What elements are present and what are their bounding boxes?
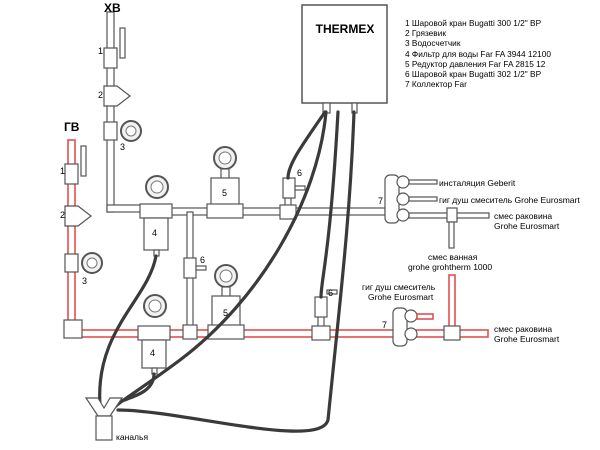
hot-line (63, 139, 489, 375)
legend-item-3: 3 Водосчетчик (405, 38, 461, 49)
cold-boiler-valve-6 (282, 177, 296, 199)
outlet-bath-1: смес ванная (428, 252, 478, 262)
hot-collector-port-2 (404, 327, 418, 341)
legend-item-2: 2 Грязевик (405, 28, 446, 39)
hot-num-2: 2 (60, 210, 66, 220)
hot-tee-boiler (311, 325, 331, 341)
hot-ball-valve-1 (64, 163, 79, 185)
hose-cold-boiler (116, 110, 356, 433)
cold-meter-body-3 (103, 121, 118, 141)
drain-fitting (84, 397, 124, 441)
cold-main-bottom (106, 204, 143, 213)
hot-num-6: 6 (328, 288, 334, 298)
hot-num-3: 3 (82, 276, 88, 286)
legend-item-6: 6 Шаровой кран Bugatti 302 1/2" ВР (405, 69, 542, 80)
hot-water-header: ГВ (64, 120, 80, 134)
hot-tee-bath (443, 325, 461, 341)
cold-water-header: ХВ (104, 1, 121, 15)
hot-ball-valve-handle (80, 145, 87, 177)
legend: 1 Шаровой кран Bugatti 300 1/2" ВР 2 Гря… (405, 18, 551, 89)
hot-out-shower (416, 313, 434, 320)
hot-meter-body-3 (64, 253, 79, 273)
drain-y (84, 397, 124, 417)
cold-num-4: 4 (152, 228, 158, 238)
hot-reducer-gauge-inner (219, 269, 233, 283)
hot-to-collector-bath (448, 274, 456, 334)
cold-out-bath (448, 221, 455, 249)
cold-num-6: 6 (200, 255, 206, 265)
cold-filter-body-4 (139, 203, 173, 219)
cold-num-3: 3 (120, 142, 126, 152)
boiler-thermex (301, 4, 388, 104)
outlet-sink-top-2: Grohe Eurosmart (494, 221, 560, 231)
hot-num-1: 1 (60, 166, 66, 176)
hot-strainer-2 (64, 205, 92, 227)
cold-meter-dial-inner (125, 125, 137, 137)
hot-num-4: 4 (150, 348, 156, 358)
cold-strainer-2 (103, 85, 131, 107)
cold-tee-boiler (279, 204, 297, 220)
legend-item-7: 7 Коллектор Far (405, 79, 467, 90)
outlet-bath-2: grohe grohtherm 1000 (408, 262, 493, 272)
outlet-shower-bot-2: Grohe Eurosmart (368, 292, 434, 302)
cold-riser-top (106, 11, 115, 213)
cold-out-shower (408, 196, 438, 202)
hose-hot-boiler (110, 110, 328, 412)
cold-ball-valve-1 (103, 47, 118, 69)
cold-boiler-valve-handle (294, 185, 306, 191)
cold-filter-gauge-inner (150, 180, 164, 194)
hot-elbow (63, 319, 83, 339)
cold-collector-port-3 (396, 208, 410, 222)
cold-main-mid (169, 207, 386, 216)
legend-item-5: 5 Редуктор давления Far FA 2815 12 (405, 58, 546, 69)
hot-collector-7 (392, 307, 408, 347)
outlet-sink-bot-1: смес раковина (494, 324, 553, 334)
legend-item-4: 4 Фильтр для воды Far FA 3944 12100 (405, 48, 552, 59)
outlet-sink-bot-2: Grohe Eurosmart (494, 334, 560, 344)
hose-hot-boiler-feed (319, 110, 340, 299)
branch-tee (182, 324, 198, 340)
cold-filter-bowl-4 (143, 217, 169, 251)
hot-num-7: 7 (382, 320, 388, 330)
hot-boiler-valve-handle (326, 289, 338, 295)
hot-filter-gauge-inner (148, 299, 162, 313)
cold-tee-bath (446, 207, 458, 223)
outlet-geberit: инсталяция Geberit (439, 178, 516, 188)
cold-branch-valve-handle (195, 265, 207, 271)
cold-collector-port-2 (396, 192, 410, 206)
cold-collector-port-1 (396, 175, 410, 189)
cold-line (103, 11, 490, 335)
cold-out-geberit (408, 179, 438, 185)
legend-item-1: 1 Шаровой кран Bugatti 300 1/2" ВР (405, 18, 542, 28)
hot-collector-port-1 (404, 309, 418, 323)
cold-num-6b: 6 (297, 168, 303, 178)
cold-num-1: 1 (98, 46, 104, 56)
cold-reducer-base (206, 203, 244, 219)
hot-filter-body-4 (137, 325, 171, 341)
hot-main (67, 329, 489, 338)
cold-num-7: 7 (378, 196, 384, 206)
cold-ball-valve-handle (119, 27, 126, 59)
hot-meter-dial-inner (86, 257, 98, 269)
hot-filter-bowl-4 (141, 339, 167, 369)
cold-num-5: 5 (222, 188, 228, 198)
cold-branch-valve-6 (183, 257, 197, 279)
outlet-sink-top-1: смес раковина (494, 211, 553, 221)
hot-boiler-valve-6 (314, 296, 328, 318)
hoses (98, 110, 356, 433)
outlet-shower-bot-1: гиг душ смеситель (362, 282, 436, 292)
drain-pipe (95, 415, 113, 441)
outlet-shower-top: гиг душ смеситель Grohe Eurosmart (439, 195, 580, 205)
hose-cold-filter-drain (98, 254, 158, 407)
hose-cold-boiler-feed (286, 110, 327, 180)
boiler-brand: THERMEX (315, 22, 375, 36)
cold-reducer-gauge-inner (218, 151, 232, 165)
cold-num-2: 2 (98, 90, 104, 100)
hot-num-5: 5 (223, 308, 229, 318)
outlet-drain: каналья (116, 432, 149, 442)
